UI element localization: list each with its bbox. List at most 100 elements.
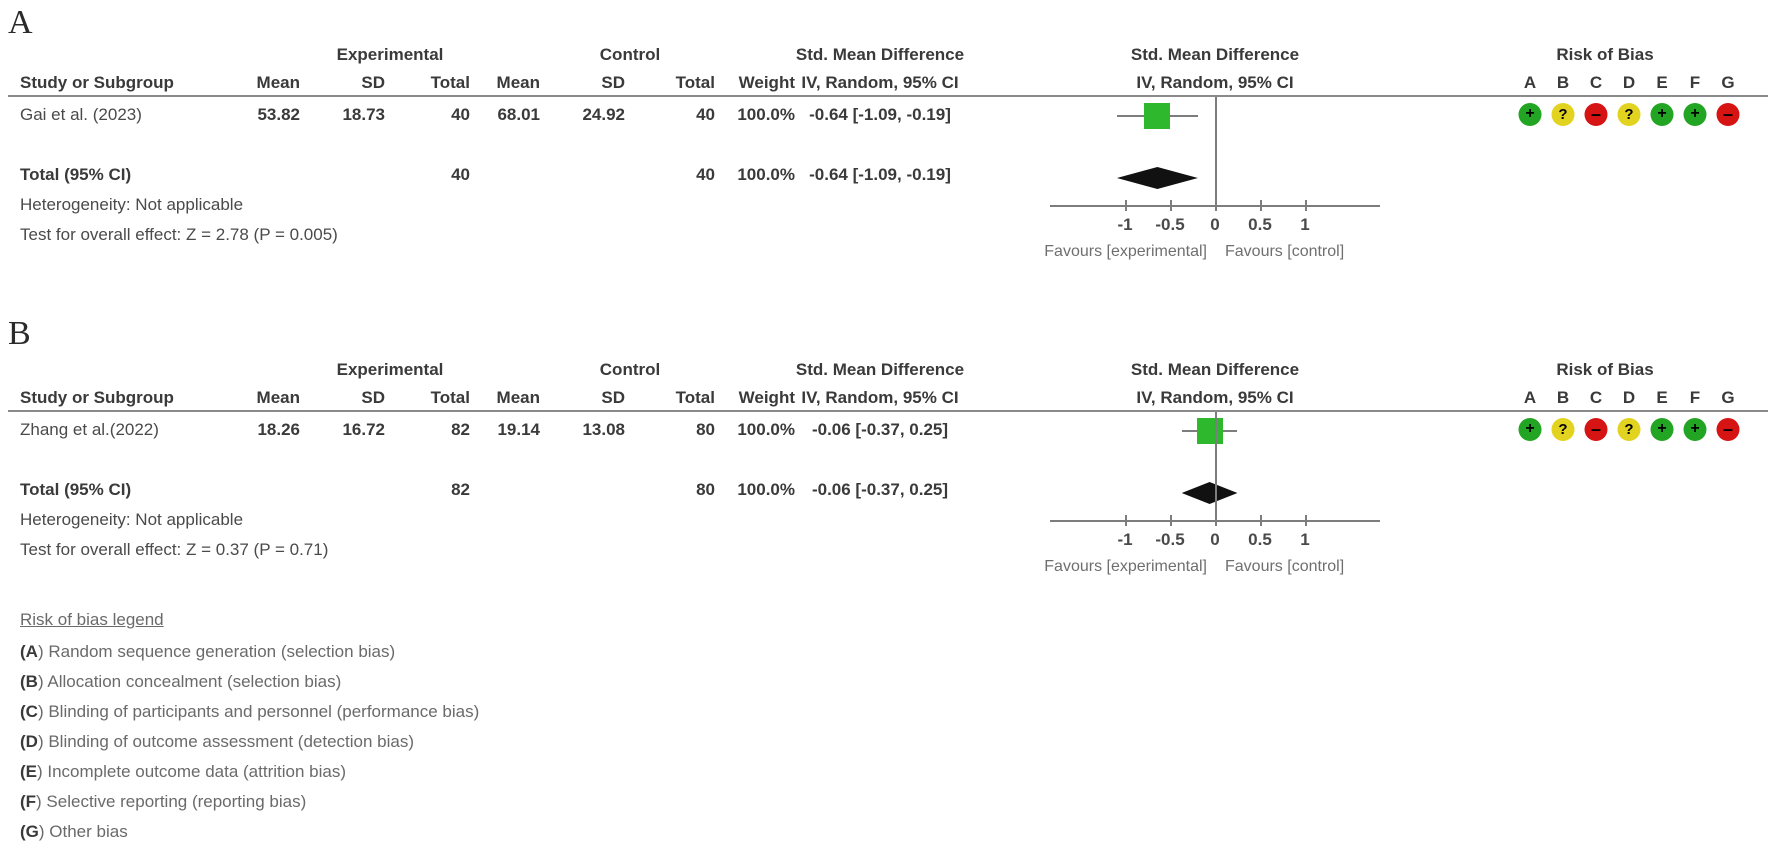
risk-of-bias-dot-G[interactable]: – <box>1716 418 1740 441</box>
risk-of-bias-glyph-unclear: ? <box>1624 420 1634 438</box>
risk-of-bias-letter-A: A <box>1523 388 1537 407</box>
risk-of-bias-dot-A[interactable]: + <box>1518 103 1542 126</box>
cell-exp-sd: 16.72 <box>342 420 385 439</box>
total-label: Total (95% CI) <box>20 165 132 184</box>
group-header-plot: Std. Mean Difference <box>1130 360 1300 379</box>
risk-of-bias-letter-E: E <box>1656 388 1668 407</box>
column-header-effect-ci: IV, Random, 95% CI <box>801 73 959 92</box>
legend-title: Risk of bias legend <box>20 610 164 629</box>
cell-exp-mean: 18.26 <box>257 420 300 439</box>
legend-item-text-F: ) Selective reporting (reporting bias) <box>36 792 307 811</box>
risk-of-bias-letter-B: B <box>1556 73 1570 92</box>
total-weight: 100.0% <box>737 165 795 184</box>
legend-item-E: (E) Incomplete outcome data (attrition b… <box>20 762 346 782</box>
group-header-plot: Std. Mean Difference <box>1130 45 1300 64</box>
legend-item-F: (F) Selective reporting (reporting bias) <box>20 792 306 812</box>
total-diamond <box>1116 167 1198 189</box>
risk-of-bias-dot-E[interactable]: + <box>1650 103 1674 126</box>
legend-item-text-C: ) Blinding of participants and personnel… <box>37 702 480 721</box>
axis-tick-label--1: -1 <box>1117 530 1133 549</box>
risk-of-bias-glyph-unclear: ? <box>1624 105 1634 123</box>
column-header-exp-mean: Mean <box>256 73 300 92</box>
cell-ctl-sd: 24.92 <box>582 105 625 124</box>
overall-effect-text: Test for overall effect: Z = 2.78 (P = 0… <box>20 225 338 244</box>
axis-tick-label--0.5: -0.5 <box>1155 530 1185 549</box>
axis-tick-label-0.5: 0.5 <box>1248 530 1272 549</box>
legend-item-C: (C) Blinding of participants and personn… <box>20 702 479 722</box>
group-header-control: Control <box>599 45 661 64</box>
column-header-weight: Weight <box>738 388 795 407</box>
column-header-exp-total: Total <box>430 73 470 92</box>
favours-control-label: Favours [control] <box>1225 243 1345 260</box>
risk-of-bias-dot-B[interactable]: ? <box>1551 103 1575 126</box>
total-diamond <box>1181 482 1238 504</box>
cell-weight: 100.0% <box>737 105 795 124</box>
panel-a-letter: A <box>8 4 33 41</box>
group-header-experimental: Experimental <box>336 360 444 379</box>
legend-item-text-A: ) Random sequence generation (selection … <box>37 642 396 661</box>
group-header-experimental: Experimental <box>336 45 444 64</box>
overall-effect-text: Test for overall effect: Z = 0.37 (P = 0… <box>20 540 329 559</box>
legend-item-key-D: (D <box>20 732 38 751</box>
column-header-study: Study or Subgroup <box>20 388 174 407</box>
risk-of-bias-glyph-low: + <box>1525 420 1535 437</box>
axis-tick-0 <box>1215 515 1217 526</box>
risk-of-bias-dot-C[interactable]: – <box>1584 418 1608 441</box>
risk-of-bias-title: Risk of Bias <box>1556 45 1654 64</box>
column-header-effect-ci: IV, Random, 95% CI <box>801 388 959 407</box>
legend-item-D: (D) Blinding of outcome assessment (dete… <box>20 732 414 752</box>
total-exp-total: 40 <box>451 165 470 184</box>
risk-of-bias-dot-F[interactable]: + <box>1683 418 1707 441</box>
cell-ctl-mean: 19.14 <box>497 420 540 439</box>
risk-of-bias-letter-E: E <box>1656 73 1668 92</box>
risk-of-bias-glyph-high: – <box>1590 104 1601 124</box>
plot-zero-line <box>1215 412 1217 520</box>
favours-control-label: Favours [control] <box>1225 558 1345 575</box>
risk-of-bias-dot-D[interactable]: ? <box>1617 103 1641 126</box>
column-header-ctl-sd: SD <box>601 73 625 92</box>
risk-of-bias-glyph-low: + <box>1690 105 1700 122</box>
risk-of-bias-dot-E[interactable]: + <box>1650 418 1674 441</box>
axis-tick--0.5 <box>1170 515 1172 526</box>
risk-of-bias-dot-A[interactable]: + <box>1518 418 1542 441</box>
risk-of-bias-title: Risk of Bias <box>1556 360 1654 379</box>
cell-ctl-total: 80 <box>696 420 715 439</box>
cell-weight: 100.0% <box>737 420 795 439</box>
favours-experimental-label: Favours [experimental] <box>1044 558 1207 575</box>
risk-of-bias-dot-B[interactable]: ? <box>1551 418 1575 441</box>
risk-of-bias-glyph-low: + <box>1690 420 1700 437</box>
column-header-plot-ci: IV, Random, 95% CI <box>1136 388 1294 407</box>
panel-a: A Experimental Control Std. Mean Differenc… <box>0 0 1772 300</box>
risk-of-bias-glyph-high: – <box>1590 419 1601 439</box>
risk-of-bias-dot-C[interactable]: – <box>1584 103 1608 126</box>
column-header-ctl-mean: Mean <box>496 388 540 407</box>
risk-of-bias-glyph-unclear: ? <box>1558 420 1568 438</box>
legend-item-key-C: (C <box>20 702 38 721</box>
legend-item-key-A: (A <box>20 642 38 661</box>
cell-exp-mean: 53.82 <box>257 105 300 124</box>
column-header-exp-mean: Mean <box>256 388 300 407</box>
column-header-exp-total: Total <box>430 388 470 407</box>
column-header-ctl-total: Total <box>675 73 715 92</box>
legend-item-B: (B) Allocation concealment (selection bi… <box>20 672 341 692</box>
risk-of-bias-dot-F[interactable]: + <box>1683 103 1707 126</box>
axis-tick-label-0: 0 <box>1210 215 1220 234</box>
risk-of-bias-dot-G[interactable]: – <box>1716 103 1740 126</box>
risk-of-bias-dot-D[interactable]: ? <box>1617 418 1641 441</box>
group-header-control: Control <box>599 360 661 379</box>
total-effect-ci: -0.64 [-1.09, -0.19] <box>809 165 951 184</box>
group-header-effect: Std. Mean Difference <box>795 45 965 64</box>
axis-tick-0 <box>1215 200 1217 211</box>
axis-tick-0.5 <box>1260 515 1262 526</box>
risk-of-bias-letter-B: B <box>1556 388 1570 407</box>
cell-ctl-total: 40 <box>696 105 715 124</box>
total-effect-ci: -0.06 [-0.37, 0.25] <box>811 480 949 499</box>
total-weight: 100.0% <box>737 480 795 499</box>
legend-item-key-B: (B <box>20 672 38 691</box>
axis-tick-label-1: 1 <box>1300 530 1310 549</box>
cell-exp-sd: 18.73 <box>342 105 385 124</box>
column-header-exp-sd: SD <box>361 388 385 407</box>
heterogeneity-text: Heterogeneity: Not applicable <box>20 195 244 214</box>
